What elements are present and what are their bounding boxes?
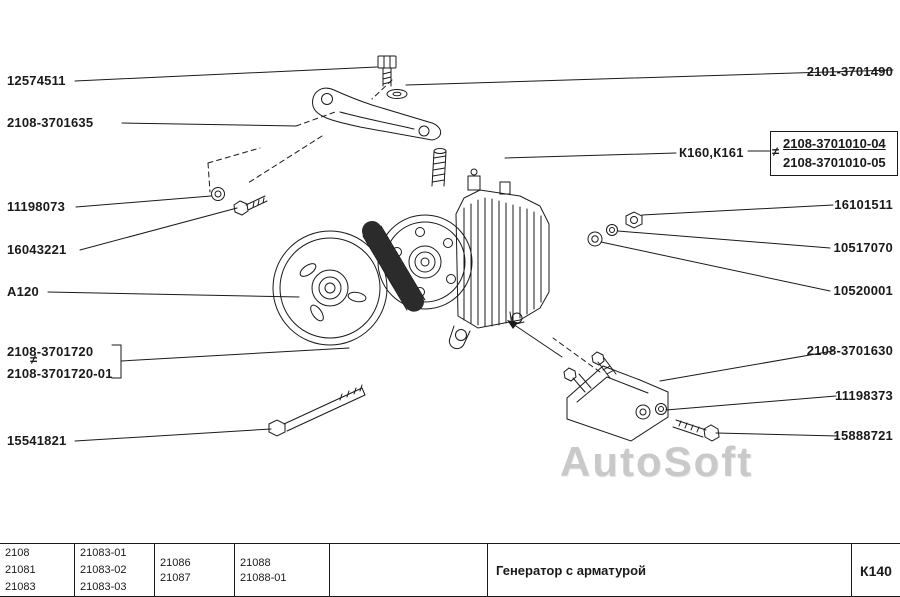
model-code: 21081 (5, 564, 36, 576)
footer-models-col1: 2108 21081 21083 (0, 544, 75, 596)
watermark: AutoSoft (560, 438, 754, 485)
footer-models-col3: 21086 21087 (155, 544, 235, 596)
part-label-2108-3701720-01[interactable]: 2108-3701720-01 (7, 366, 113, 381)
part-label-10520001[interactable]: 10520001 (833, 283, 893, 298)
footer-table: 2108 21081 21083 21083-01 21083-02 21083… (0, 543, 900, 597)
alternator (377, 168, 550, 350)
part-label-16043221[interactable]: 16043221 (7, 242, 67, 257)
part-label-12574511[interactable]: 12574511 (7, 73, 66, 88)
leader-lines (47, 66, 894, 442)
model-code: 21083-03 (80, 581, 127, 593)
part-label-a120[interactable]: А120 (7, 284, 39, 299)
nut-right (625, 211, 643, 229)
belt (362, 221, 426, 315)
footer-empty-cell (330, 544, 488, 596)
part-label-10517070[interactable]: 10517070 (833, 240, 893, 255)
bolt-lower-right (672, 419, 720, 442)
model-code: 21088 (240, 556, 271, 569)
part-label-2108-3701010-04[interactable]: 2108-3701010-04 (783, 136, 886, 151)
part-label-15541821[interactable]: 15541821 (7, 433, 67, 448)
washer-lock-right (606, 224, 618, 236)
part-label-16101511[interactable]: 16101511 (834, 197, 893, 212)
part-label-2108-3701635[interactable]: 2108-3701635 (7, 115, 94, 130)
part-name-cell: Генератор с арматурой (488, 544, 852, 596)
part-label-2108-3701720[interactable]: 2108-3701720 (7, 344, 94, 359)
not-interchangeable-mark: ≠ (772, 144, 780, 159)
washer-bracket (655, 403, 667, 415)
model-code: 21083 (5, 581, 36, 593)
not-interchangeable-mark: ≠ (30, 352, 38, 367)
part-label-k160-k161[interactable]: К160,К161 (679, 145, 744, 160)
model-code: 2108 (5, 547, 30, 559)
supersession-box: 2108-3701010-04 2108-3701010-05 (770, 131, 898, 176)
part-label-2108-3701010-05[interactable]: 2108-3701010-05 (783, 155, 886, 170)
washer-plain-right (587, 231, 603, 247)
adjusting-bracket (312, 87, 442, 141)
part-label-2101-3701490[interactable]: 2101-3701490 (806, 64, 893, 79)
model-code: 21083-01 (80, 547, 127, 559)
leader-lines-dashed (207, 79, 601, 373)
model-code: 21088-01 (240, 571, 287, 584)
parts-diagram: 12574511 2108-3701635 11198073 16043221 … (7, 55, 898, 485)
diagram-artwork (47, 55, 894, 442)
footer-models-col4: 21088 21088-01 (235, 544, 330, 596)
washer-small-left (211, 187, 225, 201)
washer-top (386, 89, 408, 99)
stud (431, 148, 447, 187)
bolt-long (268, 384, 366, 437)
mount-bracket (563, 351, 669, 442)
bolt-small-left (233, 195, 268, 216)
bolt-top (377, 55, 397, 87)
part-label-11198073[interactable]: 11198073 (7, 199, 66, 214)
model-code: 21086 (160, 556, 191, 569)
page-code-cell[interactable]: К140 (860, 562, 892, 579)
part-label-15888721[interactable]: 15888721 (833, 428, 893, 443)
pulley (272, 230, 388, 346)
model-code: 21083-02 (80, 564, 127, 576)
part-label-11198373[interactable]: 11198373 (834, 388, 893, 403)
footer-models-col2: 21083-01 21083-02 21083-03 (75, 544, 155, 596)
part-label-2108-3701630[interactable]: 2108-3701630 (806, 343, 893, 358)
model-code: 21087 (160, 571, 191, 584)
